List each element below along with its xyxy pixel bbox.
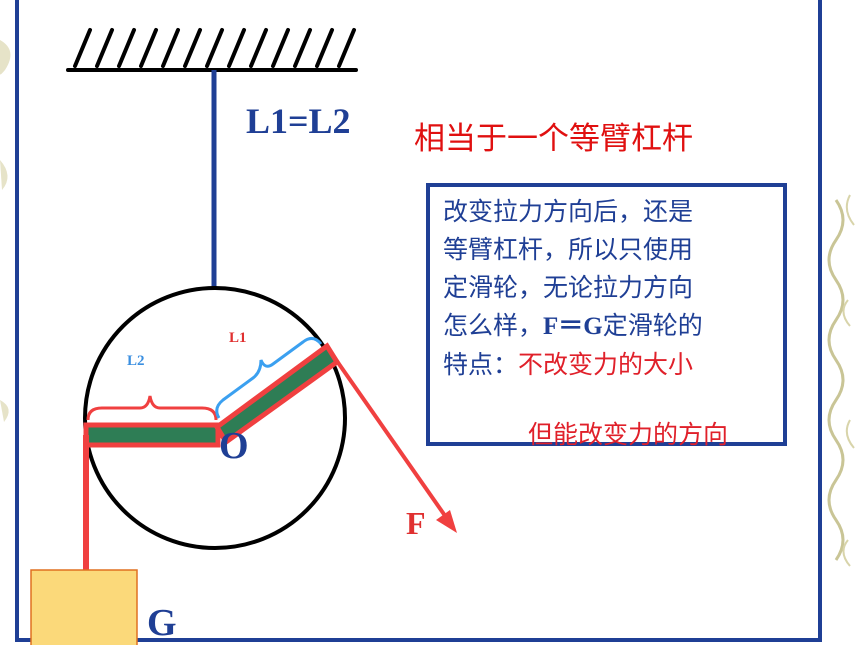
decorative-vine-left	[0, 40, 11, 422]
info-line-3: 定滑轮，无论拉力方向	[443, 273, 694, 302]
equation-label: L1=L2	[246, 101, 351, 141]
label-weight-g: G	[147, 602, 177, 644]
weight-block	[30, 569, 138, 645]
info-line-5: 特点：不改变力的大小	[443, 346, 788, 384]
info-text: 改变拉力方向后，还是 等臂杠杆，所以只使用 定滑轮，无论拉力方向 怎么样，F＝G…	[443, 193, 788, 384]
force-arrowhead	[436, 510, 457, 533]
info-formula: F＝G	[543, 313, 603, 340]
force-arrow	[330, 352, 450, 522]
info-line-5b: 不改变力的大小	[518, 350, 694, 379]
ceiling-support	[66, 28, 358, 72]
label-l2: L2	[127, 353, 145, 369]
info-line-6: 但能改变力的方向	[528, 420, 729, 449]
lever-heading: 相当于一个等臂杠杆	[414, 121, 693, 157]
lever-arm-l2	[83, 422, 221, 448]
info-line-4c: 定滑轮的	[602, 311, 703, 340]
info-line-5a: 特点：	[443, 350, 519, 379]
slide-frame	[15, 0, 822, 642]
label-pivot-o: O	[219, 425, 249, 467]
label-force-f: F	[406, 505, 426, 541]
info-line-2: 等臂杠杆，所以只使用	[443, 235, 694, 264]
info-line-1: 改变拉力方向后，还是	[443, 197, 694, 226]
label-l1: L1	[229, 330, 247, 346]
info-line-4a: 怎么样，	[443, 311, 544, 340]
info-line-4: 怎么样，F＝G定滑轮的	[443, 307, 788, 346]
brace-l1	[215, 337, 323, 419]
info-box: 改变拉力方向后，还是 等臂杠杆，所以只使用 定滑轮，无论拉力方向 怎么样，F＝G…	[426, 183, 788, 449]
decorative-vine-right	[827, 194, 855, 567]
brace-l2	[86, 395, 218, 421]
